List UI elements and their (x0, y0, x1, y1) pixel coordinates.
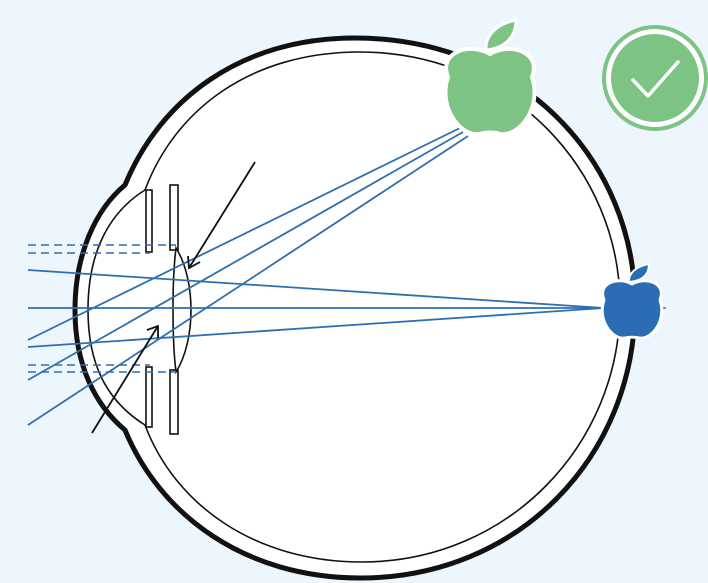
apple-icon (446, 20, 535, 134)
checkmark-icon (604, 27, 706, 129)
